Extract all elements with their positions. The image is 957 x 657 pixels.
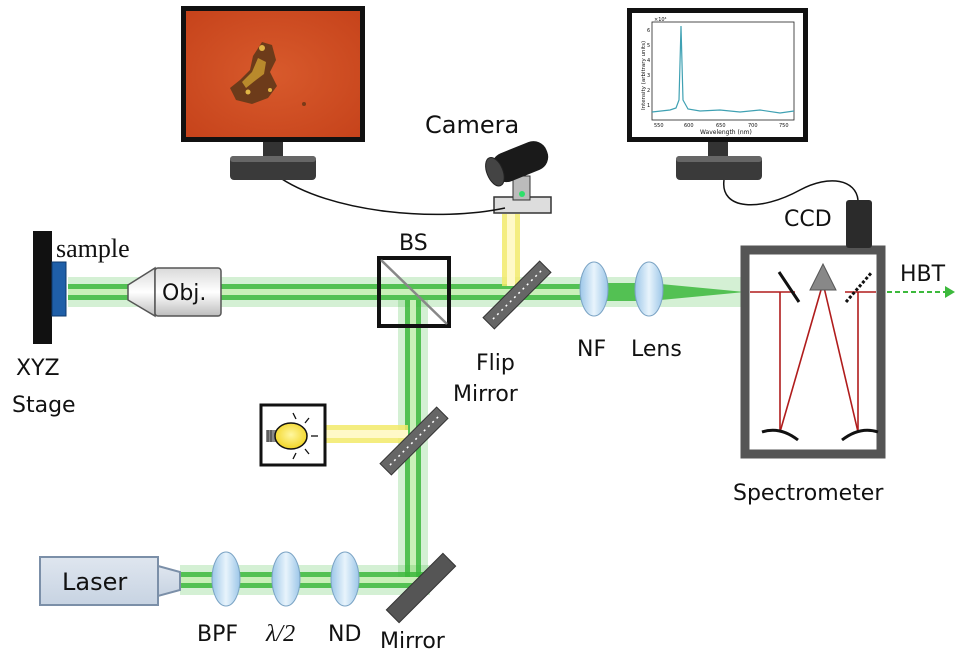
white-light-source bbox=[259, 403, 327, 467]
spectrum-ytick-6: 6 bbox=[647, 28, 650, 34]
spectrum-ytick-1: 1 bbox=[647, 103, 650, 109]
half-wave-plate bbox=[271, 551, 301, 607]
laser-beam-core bbox=[180, 577, 425, 583]
camera-label: Camera bbox=[425, 111, 519, 139]
camera-monitor-neck bbox=[263, 142, 283, 156]
laser-aperture bbox=[157, 564, 181, 598]
beam-splitter-diagonal bbox=[380, 259, 448, 325]
spectrum-xtick-4: 700 bbox=[748, 123, 758, 129]
spectrum-ytick-3: 3 bbox=[647, 73, 650, 79]
spectrum-xtick-5: 750 bbox=[779, 123, 789, 129]
beam-splitter bbox=[377, 256, 451, 328]
flip-mirror-label-line2: Mirror bbox=[453, 382, 519, 407]
laser-label: Laser bbox=[62, 568, 127, 596]
notch-filter bbox=[579, 261, 609, 317]
sample-label: sample bbox=[56, 234, 130, 263]
spectrometer-rays bbox=[750, 282, 876, 433]
hbt-arrow bbox=[887, 286, 955, 298]
ccd-detector bbox=[846, 200, 872, 248]
steering-mirror-label: Mirror bbox=[380, 629, 446, 654]
spectrum-monitor: Intensity (arbitrary units) Wavelength (… bbox=[627, 8, 808, 180]
sample-flake-image bbox=[230, 42, 306, 106]
bandpass-filter-label: BPF bbox=[197, 622, 238, 647]
beam-splitter-cube bbox=[377, 256, 451, 328]
xyz-stage bbox=[33, 231, 67, 344]
stage-label-line1: XYZ bbox=[16, 356, 60, 381]
spectrum-monitor-neck bbox=[708, 142, 728, 156]
objective-body bbox=[154, 267, 222, 317]
half-wave-plate-label: λ/2 bbox=[265, 621, 295, 647]
spectrometer bbox=[740, 245, 886, 459]
stage-bar bbox=[33, 231, 52, 344]
spectrum-ylabel: Intensity (arbitrary units) bbox=[641, 41, 647, 110]
spectrometer-housing bbox=[740, 245, 886, 459]
spectrum-xtick-1: 550 bbox=[654, 123, 664, 129]
camera-indicator bbox=[519, 191, 525, 197]
flip-mirror bbox=[482, 260, 552, 330]
camera bbox=[485, 141, 552, 214]
spectrum-xlabel: Wavelength (nm) bbox=[700, 129, 752, 136]
spectrum-plot: Intensity (arbitrary units) Wavelength (… bbox=[641, 17, 795, 136]
camera-cable bbox=[275, 174, 506, 216]
steering-mirror bbox=[385, 552, 457, 624]
spectrometer-entrance-mirror bbox=[777, 271, 801, 303]
bandpass-filter bbox=[211, 551, 241, 607]
spectrum-plot-area bbox=[651, 21, 795, 121]
spectrum-ytick-2: 2 bbox=[647, 88, 650, 94]
spectrometer-label: Spectrometer bbox=[733, 481, 884, 506]
spectrometer-focusing-mirror bbox=[841, 428, 879, 442]
objective-tip bbox=[127, 266, 156, 318]
spectrum-monitor-screen bbox=[632, 13, 803, 137]
focused-beam bbox=[588, 283, 745, 301]
laser-source bbox=[39, 556, 181, 606]
white-light-mirror bbox=[379, 406, 449, 476]
spectrometer-collimating-mirror bbox=[761, 428, 799, 442]
objective-label: Obj. bbox=[162, 281, 206, 306]
spectrum-xtick-2: 600 bbox=[684, 123, 694, 129]
camera-beam-core bbox=[507, 214, 515, 286]
stage-label-line2: Stage bbox=[12, 393, 76, 418]
main-green-beam-core bbox=[68, 289, 588, 295]
hbt-label: HBT bbox=[900, 262, 946, 287]
white-light-beam-core bbox=[326, 430, 408, 438]
spectrometer-grating bbox=[809, 262, 837, 291]
nd-filter-label: ND bbox=[328, 622, 361, 647]
spectrum-exponent: ×10⁴ bbox=[654, 17, 667, 23]
laser-body bbox=[39, 556, 159, 606]
lens bbox=[634, 261, 664, 317]
spectrum-ytick-5: 5 bbox=[647, 43, 650, 49]
ccd-label: CCD bbox=[784, 207, 832, 232]
lens-label: Lens bbox=[631, 337, 682, 362]
camera-monitor bbox=[181, 6, 365, 180]
nd-filter bbox=[330, 551, 360, 607]
flip-mirror-label-line1: Flip bbox=[476, 351, 515, 376]
spectrum-xtick-3: 650 bbox=[716, 123, 726, 129]
camera-monitor-screen bbox=[186, 11, 360, 137]
spectrum-ytick-4: 4 bbox=[647, 58, 650, 64]
objective bbox=[127, 266, 222, 318]
beam-splitter-label: BS bbox=[399, 231, 428, 256]
spectrometer-exit-mirror bbox=[844, 271, 874, 303]
spectrum-trace bbox=[651, 25, 795, 114]
lightbulb-icon bbox=[266, 412, 318, 460]
ccd-cable bbox=[723, 179, 859, 206]
camera-body bbox=[485, 141, 549, 187]
sample bbox=[51, 261, 67, 317]
notch-filter-label: NF bbox=[577, 337, 606, 362]
